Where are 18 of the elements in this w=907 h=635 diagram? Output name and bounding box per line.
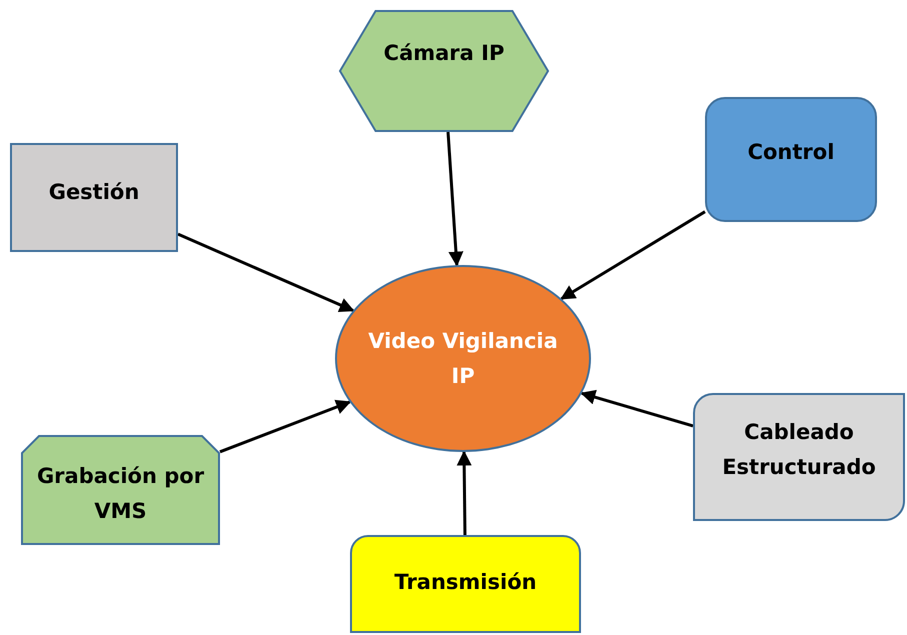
rounded-box [693,393,905,521]
snipped-box [21,435,220,545]
arrow [446,132,464,267]
arrow [219,400,352,454]
node-label: Video Vigilancia IP [367,328,559,390]
hexagon-node [339,10,549,132]
node-label: Gestión [48,179,140,206]
process-box [10,143,178,252]
node-label: Grabación por VMS [36,463,206,525]
node-label: Transmisión [394,569,537,596]
node-label: Cableado Estructurado [721,419,877,481]
arrow [456,450,472,536]
rounded-box [350,535,581,633]
node-label: Control [748,139,834,166]
arrow [177,232,354,312]
rounded-box [705,97,877,222]
arrow [560,210,706,300]
node-label: Cámara IP [384,40,504,67]
